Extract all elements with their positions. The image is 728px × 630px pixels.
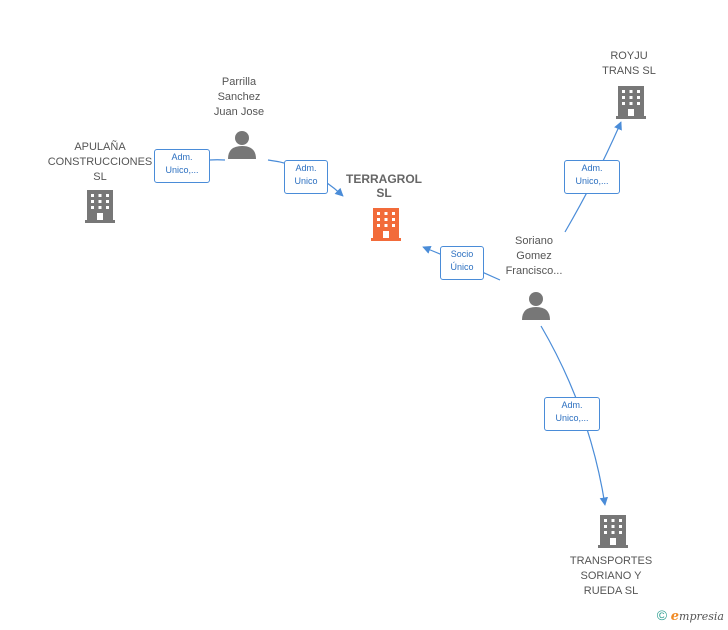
building-icon-royju[interactable] bbox=[616, 86, 646, 119]
node-label-parrilla[interactable]: Parrilla Sanchez Juan Jose bbox=[213, 76, 265, 118]
person-icon-parrilla[interactable] bbox=[228, 131, 256, 159]
edge-label-parrilla-terragrol[interactable]: Adm. Unico bbox=[284, 160, 328, 194]
node-label-soriano[interactable]: Soriano Gomez Francisco... bbox=[505, 235, 563, 277]
node-label-apulana[interactable]: APULAÑA CONSTRUCCIONES SL bbox=[47, 141, 153, 183]
edge-label-soriano-transportes[interactable]: Adm. Unico,... bbox=[544, 397, 600, 431]
building-icon-terragrol[interactable] bbox=[371, 208, 401, 241]
building-icon-apulana[interactable] bbox=[85, 190, 115, 223]
edge-label-parrilla-apulana[interactable]: Adm. Unico,... bbox=[154, 149, 210, 183]
node-label-transportes[interactable]: TRANSPORTES SORIANO Y RUEDA SL bbox=[569, 555, 653, 597]
node-label-royju[interactable]: ROYJU TRANS SL bbox=[602, 50, 656, 77]
copyright-icon: © bbox=[656, 607, 668, 623]
node-label-terragrol[interactable]: TERRAGROL SL bbox=[346, 172, 422, 200]
empresia-logo-text: mpresia bbox=[679, 610, 724, 623]
empresia-logo-letter: e bbox=[670, 609, 680, 624]
building-icon-transportes[interactable] bbox=[598, 515, 628, 548]
person-icon-soriano[interactable] bbox=[522, 292, 550, 320]
edge-label-soriano-terragrol[interactable]: Socio Único bbox=[440, 246, 484, 280]
empresia-watermark: © empresia bbox=[657, 607, 724, 624]
edge-label-soriano-royju[interactable]: Adm. Unico,... bbox=[564, 160, 620, 194]
